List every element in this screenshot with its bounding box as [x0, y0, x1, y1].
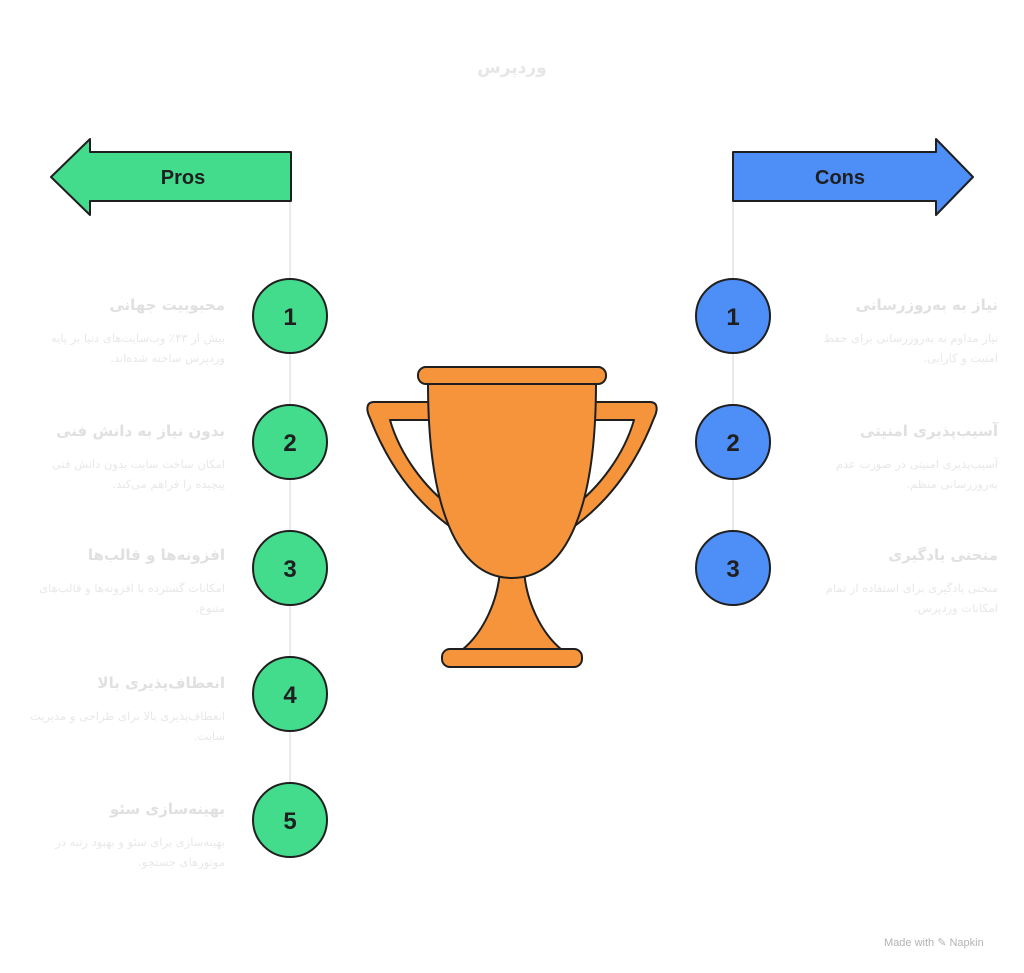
pros-item: محبوبیت جهانی بیش از ۴۳٪ وب‌سایت‌های دنی…	[25, 296, 225, 368]
cons-item-desc: آسیب‌پذیری امنیتی در صورت عدم به‌روزرسان…	[835, 457, 998, 491]
cons-item-title: نیاز به به‌روزرسانی	[855, 296, 998, 314]
pros-number: 2	[283, 430, 296, 457]
pros-number: 5	[283, 808, 296, 835]
cons-item: نیاز به به‌روزرسانی نیاز مداوم به به‌روز…	[798, 296, 998, 368]
cons-number: 2	[726, 430, 739, 457]
cons-number-circle: 1	[695, 278, 771, 354]
pros-item-title: بهینه‌سازی سئو	[109, 800, 225, 818]
pros-item-title: محبوبیت جهانی	[109, 296, 225, 314]
pros-item-title: افزونه‌ها و قالب‌ها	[87, 546, 225, 564]
cons-item-desc: نیاز مداوم به به‌روزرسانی برای حفظ امنیت…	[823, 331, 998, 365]
cons-item-desc: منحنی یادگیری برای استفاده از تمام امکان…	[825, 581, 998, 615]
cons-label: Cons	[815, 167, 865, 189]
pros-item-desc: امکانات گسترده با افزونه‌ها و قالب‌های م…	[39, 581, 225, 615]
pros-number: 4	[283, 682, 297, 709]
pros-arrow: Pros	[50, 138, 292, 216]
pros-number-circle: 1	[252, 278, 328, 354]
pros-label: Pros	[161, 167, 205, 189]
cons-item: منحنی یادگیری منحنی یادگیری برای استفاده…	[798, 546, 998, 618]
cons-number-circle: 3	[695, 530, 771, 606]
cons-item-title: آسیب‌پذیری امنیتی	[859, 422, 998, 440]
pros-item-title: انعطاف‌پذیری بالا	[97, 674, 225, 692]
cons-item: آسیب‌پذیری امنیتی آسیب‌پذیری امنیتی در ص…	[798, 422, 998, 494]
pros-item: بدون نیاز به دانش فنی امکان ساخت سایت بد…	[25, 422, 225, 494]
pros-item-desc: انعطاف‌پذیری بالا برای طراحی و مدیریت سا…	[29, 709, 225, 743]
cons-number: 3	[726, 556, 739, 583]
pros-item-desc: امکان ساخت سایت بدون دانش فنی پیچیده را …	[51, 457, 225, 491]
pros-number-circle: 3	[252, 530, 328, 606]
pros-item: انعطاف‌پذیری بالا انعطاف‌پذیری بالا برای…	[25, 674, 225, 746]
pros-number-circle: 4	[252, 656, 328, 732]
pros-item-title: بدون نیاز به دانش فنی	[56, 422, 225, 440]
cons-item-title: منحنی یادگیری	[888, 546, 998, 564]
pros-item: بهینه‌سازی سئو بهینه‌سازی برای سئو و بهب…	[25, 800, 225, 872]
pros-item: افزونه‌ها و قالب‌ها امکانات گسترده با اف…	[25, 546, 225, 618]
diagram-title: ورد‌پرس	[477, 58, 547, 78]
cons-number-circle: 2	[695, 404, 771, 480]
pros-number-circle: 2	[252, 404, 328, 480]
cons-number: 1	[726, 304, 739, 331]
pros-item-desc: بیش از ۴۳٪ وب‌سایت‌های دنیا بر پایه وردپ…	[50, 331, 225, 365]
pros-item-desc: بهینه‌سازی برای سئو و بهبود رتبه در موتو…	[55, 835, 225, 869]
napkin-watermark: Made with ✎ Napkin	[884, 937, 984, 949]
pros-number-circle: 5	[252, 782, 328, 858]
pros-number: 3	[283, 556, 296, 583]
pros-number: 1	[283, 304, 296, 331]
cons-arrow: Cons	[732, 138, 974, 216]
trophy-icon	[366, 366, 658, 668]
